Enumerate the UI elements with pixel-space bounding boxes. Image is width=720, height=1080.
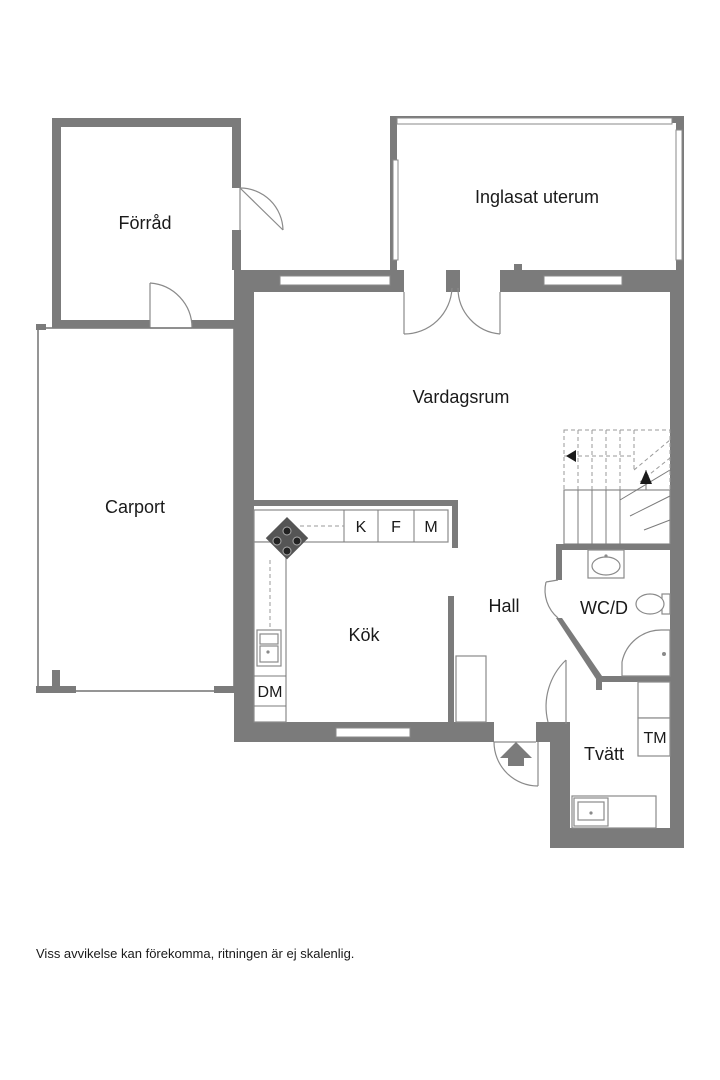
wc-toilet xyxy=(635,593,671,615)
room-label-kok: Kök xyxy=(348,625,380,645)
tvatt-fixtures xyxy=(571,681,671,829)
wc-door xyxy=(544,579,559,619)
appliance-label-tm: TM xyxy=(643,730,666,747)
room-label-carport: Carport xyxy=(105,497,165,517)
wc-sink xyxy=(587,549,625,579)
room-label-wc: WC/D xyxy=(580,598,628,618)
room-label-vardagsrum: Vardagsrum xyxy=(413,387,510,407)
hall-closet xyxy=(455,655,487,723)
kitchen-walls xyxy=(254,500,458,724)
entrance-door xyxy=(493,741,539,787)
windows xyxy=(279,275,623,738)
room-label-tvatt: Tvätt xyxy=(584,744,624,764)
tvatt-door xyxy=(545,659,567,724)
uterum-doors xyxy=(403,287,501,335)
room-label-hall: Hall xyxy=(488,596,519,616)
entrance-arrow-icon xyxy=(500,742,532,766)
appliance-label-m: M xyxy=(424,519,437,536)
kitchen-sink xyxy=(256,629,282,667)
room-label-forrad: Förråd xyxy=(118,213,171,233)
forrad-walls xyxy=(52,118,241,328)
stairs xyxy=(563,429,671,545)
appliance-label-dm: DM xyxy=(258,684,283,701)
room-label-uterum: Inglasat uterum xyxy=(475,187,599,207)
forrad-doors xyxy=(149,187,284,329)
wc-walls xyxy=(556,544,676,690)
appliance-label-k: K xyxy=(356,519,367,536)
disclaimer-text: Viss avvikelse kan förekomma, ritningen … xyxy=(36,946,355,961)
uterum-walls xyxy=(390,116,684,272)
appliance-label-f: F xyxy=(391,519,401,536)
wc-shower xyxy=(621,629,671,677)
